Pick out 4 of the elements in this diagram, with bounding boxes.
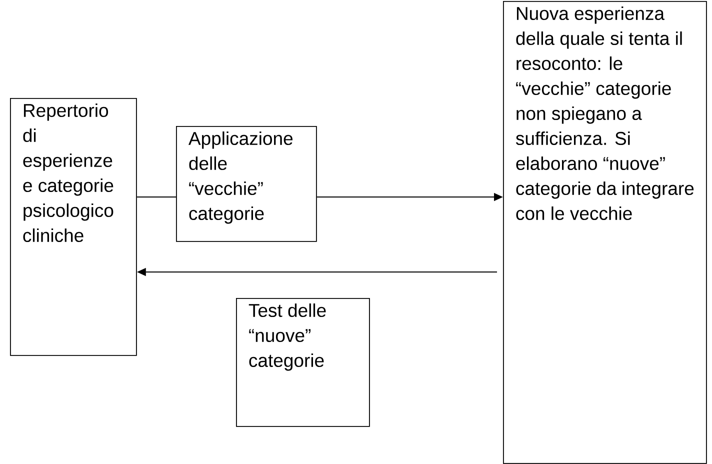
text-box: Nuova esperienza della quale si tenta il resoconto: le “vecchie” categorie non spiegano a sufficienza. Si elaborano “nuove” categorie da integrare con le vecchie <box>503 1 707 464</box>
text-box: Applicazione delle “vecchie” categorie <box>176 126 317 242</box>
text-box: Test delle “nuove” categorie <box>236 298 370 427</box>
text-box: Repertorio di esperienze e categorie psicologico cliniche <box>10 98 137 356</box>
